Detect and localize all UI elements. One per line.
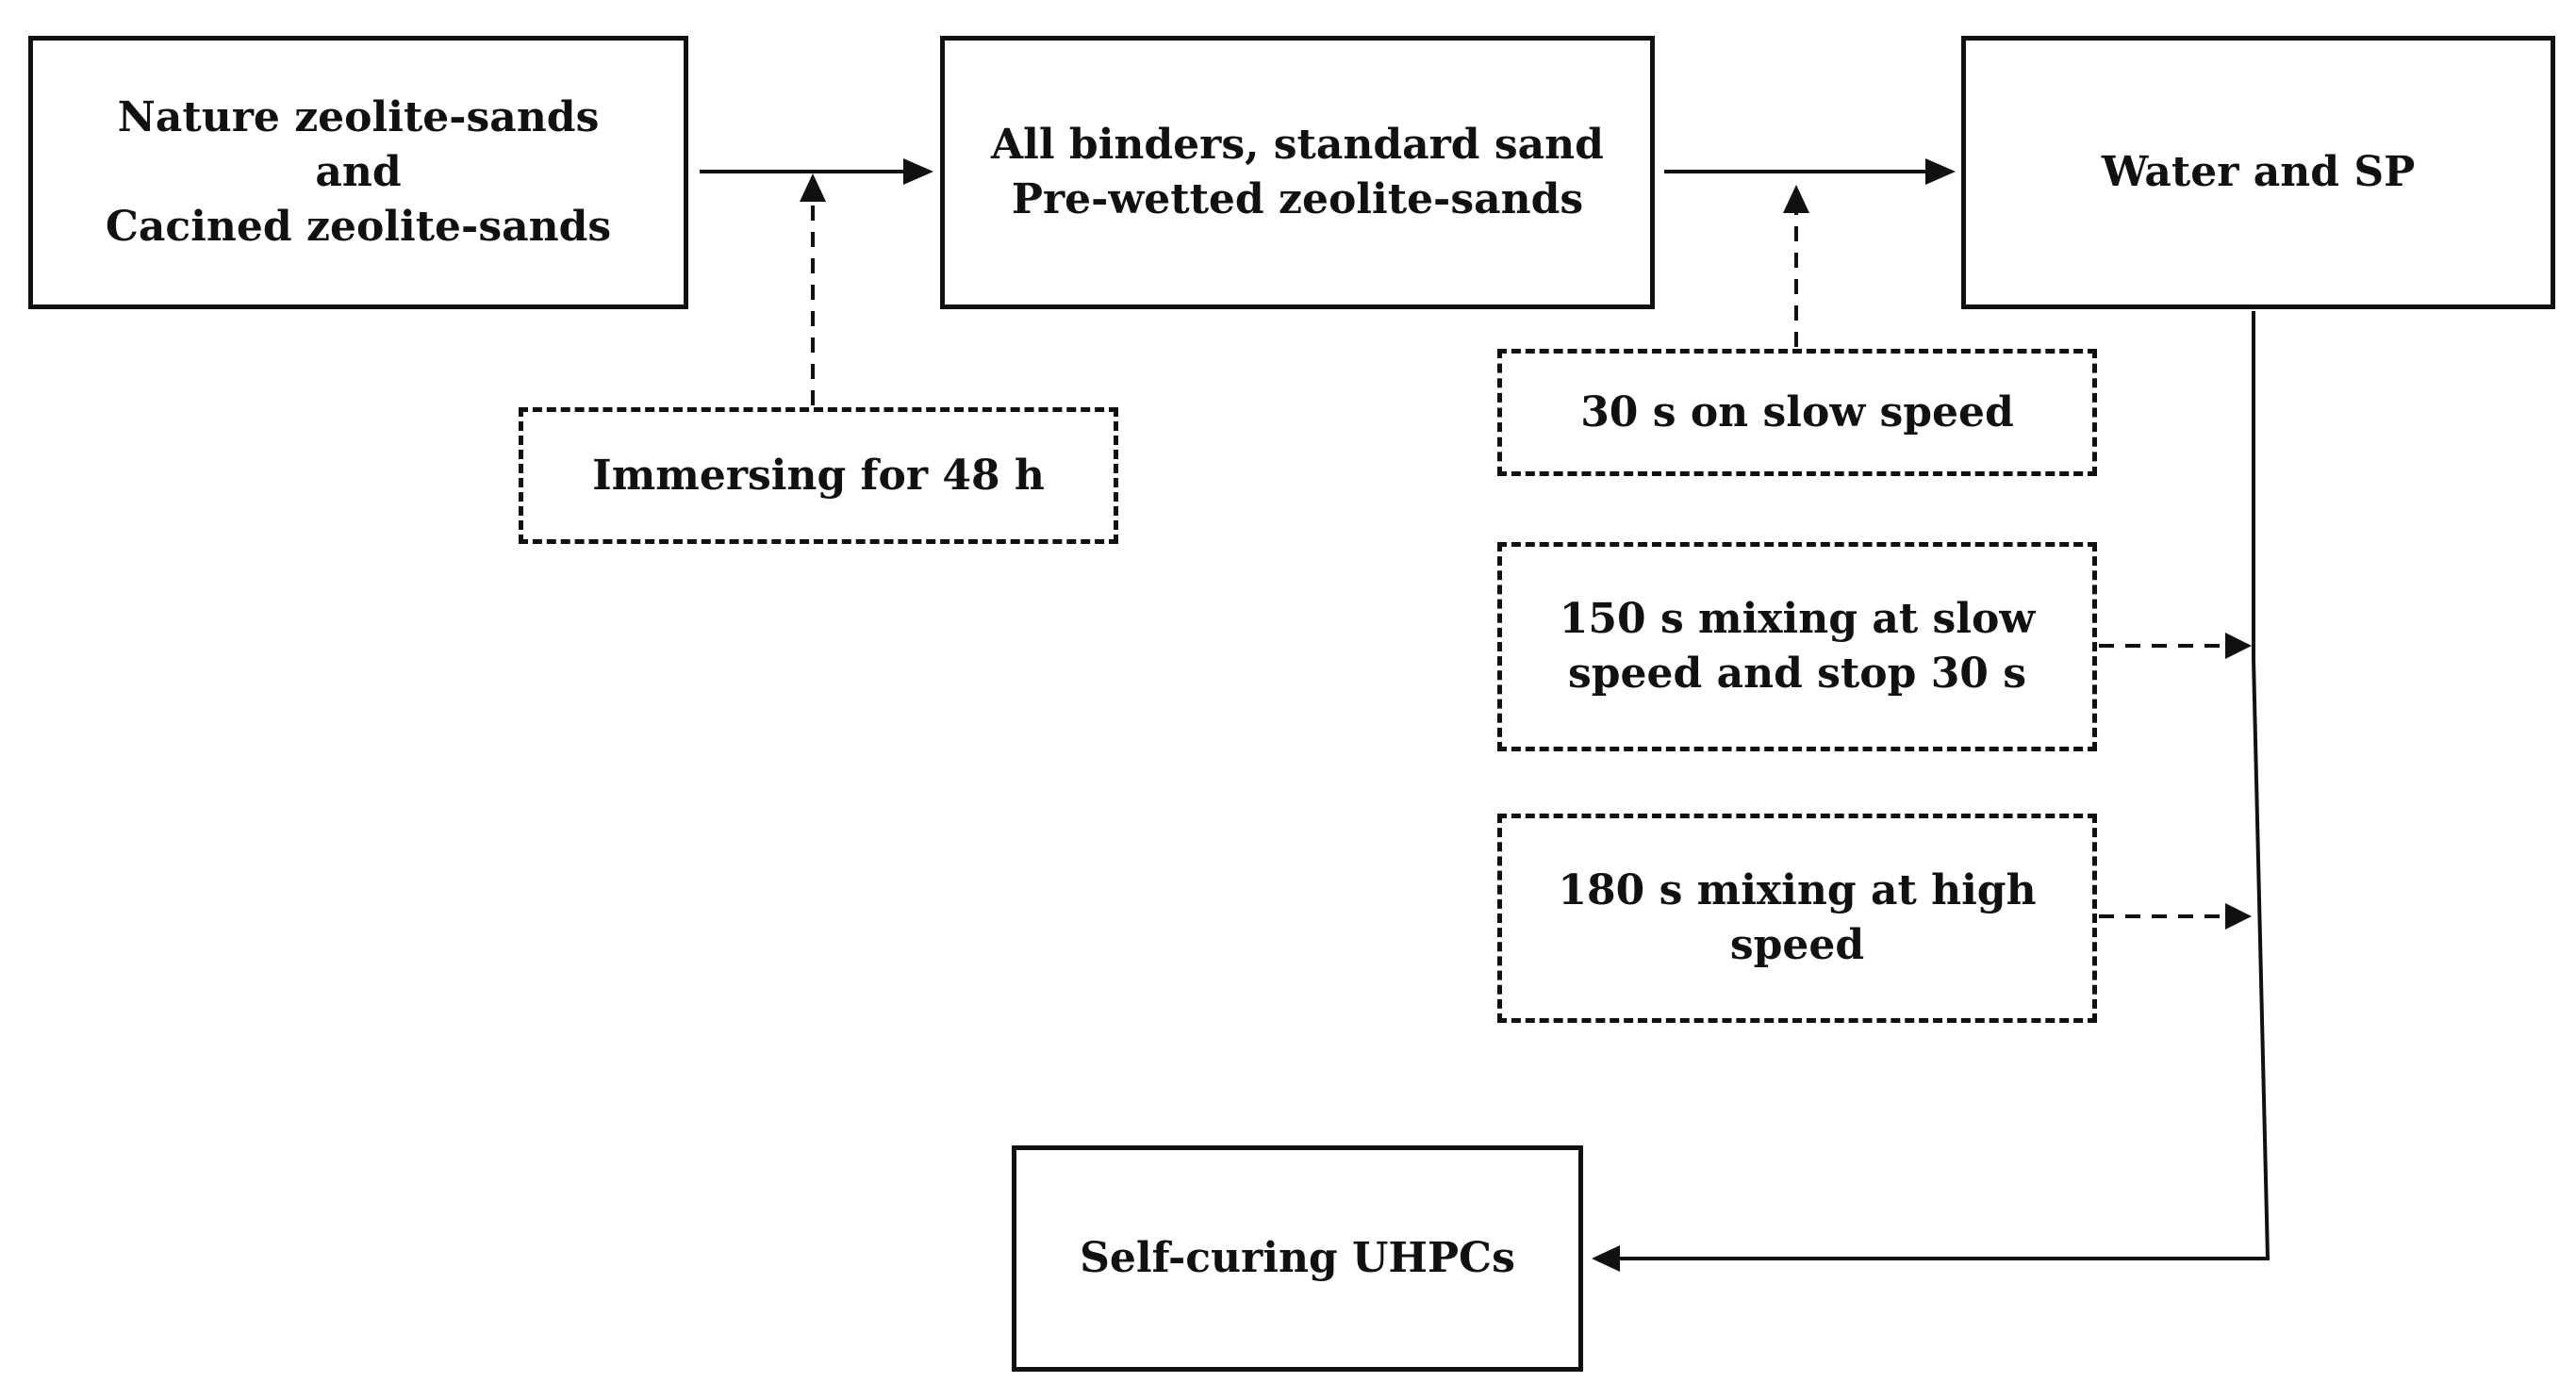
arrow-mixing180-to-line [2099,903,2252,930]
node-label-line: Pre-wetted zeolite-sands [1011,175,1584,223]
node-natural-zeolite-sands: Nature zeolite-sands and Cacined zeolite… [28,36,688,309]
node-label-line: speed [1729,921,1865,969]
arrow-immersing-up [800,173,826,405]
node-label-line: Self-curing UHPCs [1080,1234,1515,1282]
node-150s-mixing-slow: 150 s mixing at slow speed and stop 30 s [1497,542,2097,751]
arrow-slow30-up [1783,185,1809,347]
node-label-line: Cacined zeolite-sands [105,203,612,251]
arrow-binders-to-water [1664,158,1956,185]
node-binders-standard-sand: All binders, standard sand Pre-wetted ze… [940,36,1655,309]
arrow-mixing150-to-line [2099,633,2252,659]
node-label-line: Immersing for 48 h [592,451,1045,500]
node-label-line: 180 s mixing at high [1558,866,2037,914]
node-label-line: and [315,148,402,196]
node-30s-slow-speed: 30 s on slow speed [1497,349,2097,476]
node-water-and-sp: Water and SP [1961,36,2555,309]
node-self-curing-uhpcs: Self-curing UHPCs [1012,1145,1583,1372]
node-label-line: 30 s on slow speed [1580,387,2014,436]
node-label-line: All binders, standard sand [991,121,1604,169]
node-label-line: Nature zeolite-sands [117,93,600,141]
node-label-line: Water and SP [2101,148,2416,196]
node-180s-mixing-high: 180 s mixing at high speed [1497,814,2097,1023]
node-immersing-48h: Immersing for 48 h [519,407,1118,544]
arrow-natural-to-binders [700,158,933,185]
arrow-water-to-uhpc [1592,311,2271,1272]
node-label-line: speed and stop 30 s [1567,650,2027,698]
node-label-line: 150 s mixing at slow [1559,595,2036,643]
